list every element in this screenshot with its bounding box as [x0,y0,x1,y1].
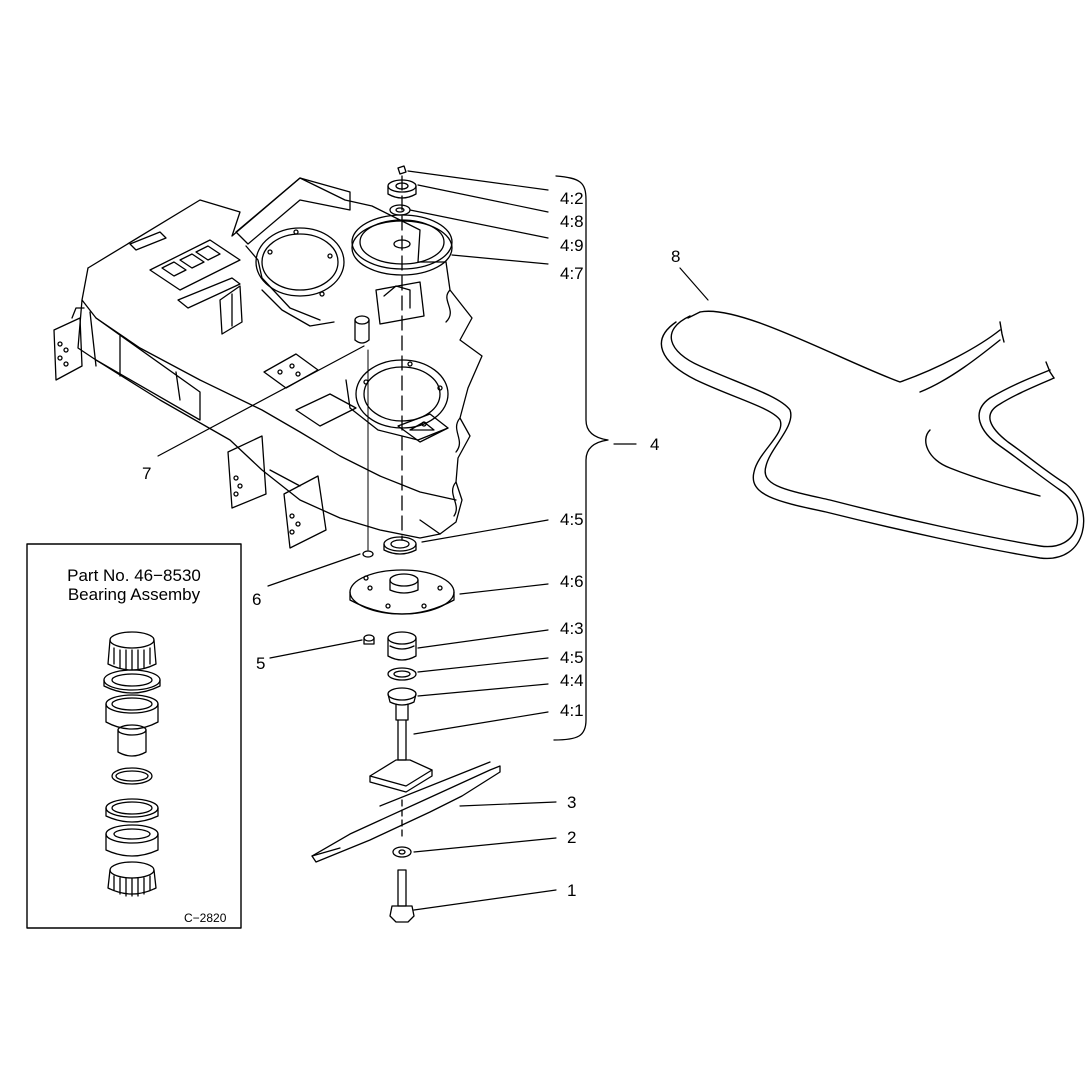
v-belt [660,310,1085,559]
callout-4-5-upper: 4:5 [560,510,584,529]
callout-1: 1 [567,881,577,900]
callout-4-6: 4:6 [560,572,584,591]
assembly-4-brace [553,175,609,741]
callout-4: 4 [650,435,660,454]
inset-assembly-name: Bearing Assemby [67,585,201,604]
bearing-inset [26,543,242,929]
leader-lines [157,170,709,911]
callout-4-3: 4:3 [560,619,584,638]
callout-8: 8 [671,247,681,266]
spindle-stack [311,165,501,923]
inset-drawing-code: C−2820 [184,911,227,925]
callout-4-8: 4:8 [560,212,584,231]
inset-part-number: Part No. 46−8530 [67,566,201,585]
callout-4-5-lower: 4:5 [560,648,584,667]
callout-4-4: 4:4 [560,671,584,690]
callout-5: 5 [256,654,266,673]
mower-deck [53,177,483,549]
callout-4-9: 4:9 [560,236,584,255]
callout-3: 3 [567,793,577,812]
callout-4-1: 4:1 [560,701,584,720]
inset-title: Part No. 46−8530 Bearing Assemby [30,566,238,604]
callout-6: 6 [252,590,262,609]
callout-4-7: 4:7 [560,264,584,283]
callout-7: 7 [142,464,152,483]
callout-4-2: 4:2 [560,189,584,208]
callout-2: 2 [567,828,577,847]
